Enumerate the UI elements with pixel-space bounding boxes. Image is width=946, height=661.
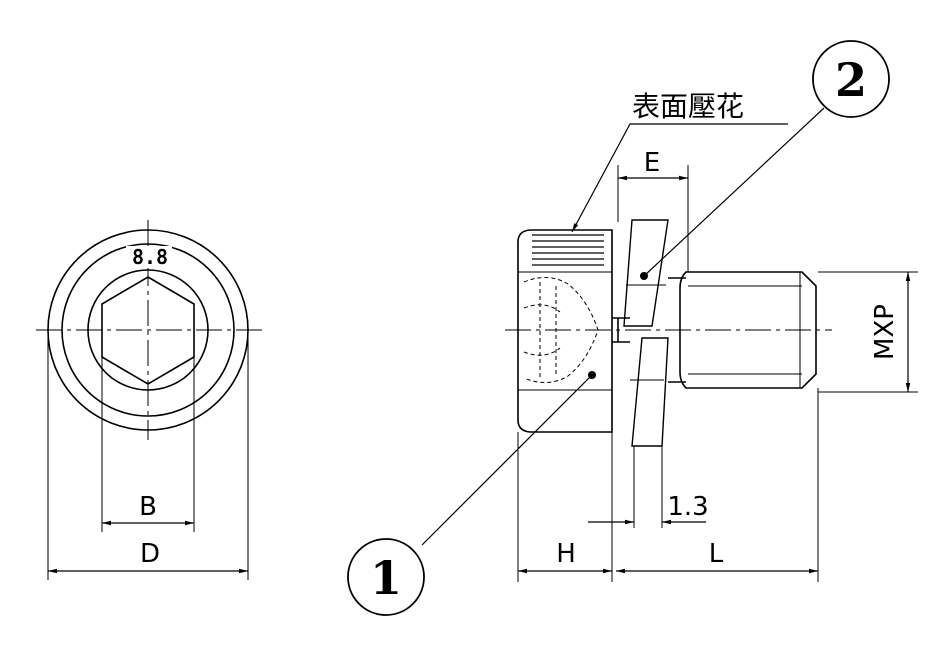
washer-lower xyxy=(631,337,669,447)
svg-text:2: 2 xyxy=(835,53,867,107)
dim-label-l: L xyxy=(709,539,724,569)
balloon-1: 1 xyxy=(347,538,425,616)
dim-label-gap: 1.3 xyxy=(667,492,708,522)
bolt-head xyxy=(517,229,613,433)
knurl-leader xyxy=(571,123,788,233)
leader-1 xyxy=(421,374,593,546)
dim-label-mxp: MXP xyxy=(870,304,900,360)
knurl-marks xyxy=(532,234,604,266)
dim-label-h: H xyxy=(556,539,576,569)
dim-label-d: D xyxy=(140,539,160,569)
dim-label-b: B xyxy=(139,492,157,522)
dim-label-e: E xyxy=(644,148,660,178)
knurl-note: 表面壓花 xyxy=(632,90,744,123)
grade-mark: 8.8 xyxy=(132,245,168,269)
side-view xyxy=(421,107,918,582)
leader-2 xyxy=(643,107,825,277)
svg-text:1: 1 xyxy=(370,551,402,605)
washer-upper xyxy=(623,219,669,327)
balloon-2: 2 xyxy=(812,40,890,118)
thread-shank xyxy=(679,271,817,389)
front-view xyxy=(36,220,262,580)
